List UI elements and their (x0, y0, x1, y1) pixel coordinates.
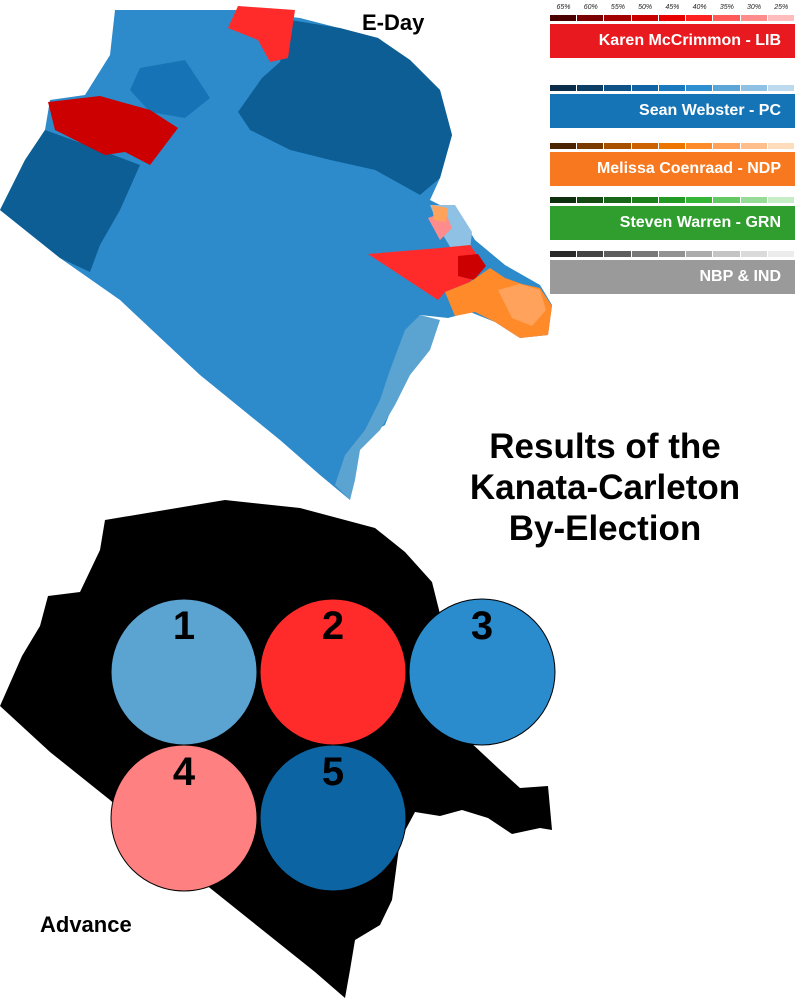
eday-region-lightblue-east (335, 315, 440, 500)
title-line-1: Results of the (489, 427, 721, 466)
shade-swatch (631, 15, 659, 21)
shade-scale (550, 143, 795, 149)
shade-swatch (686, 197, 714, 203)
shade-swatch (713, 85, 741, 91)
title-line-3: By-Election (508, 509, 702, 548)
eday-region-red-wedge (368, 245, 482, 300)
shade-swatch (740, 15, 768, 21)
advance-poll-number: 2 (322, 604, 344, 648)
eday-region-dark-northeast (238, 20, 452, 195)
percent-tick-label: 65% (556, 4, 571, 11)
eday-region-north-blue (130, 60, 210, 118)
shade-swatch (604, 251, 632, 257)
shade-swatch (631, 85, 659, 91)
advance-poll-number: 4 (173, 750, 196, 794)
shade-swatch (767, 15, 795, 21)
shade-swatch (740, 85, 768, 91)
percent-tick-label: 50% (638, 4, 653, 11)
eday-label: E-Day (362, 10, 425, 35)
eday-region-red-north (228, 6, 295, 62)
shade-swatch (658, 15, 687, 21)
shade-swatch (550, 143, 578, 149)
shade-scale (550, 197, 795, 203)
legend-entry: Melissa Coenraad - NDP (550, 132, 795, 190)
shade-scale (550, 251, 795, 257)
shade-swatch (740, 143, 768, 149)
shade-scale (550, 15, 795, 21)
shade-swatch (577, 143, 605, 149)
percent-tick-label: 60% (583, 4, 598, 11)
legend-entry: NBP & IND (550, 240, 795, 298)
percent-tick-label: 45% (665, 4, 680, 11)
shade-swatch (658, 85, 687, 91)
eday-region-dark-west (0, 130, 140, 272)
shade-swatch (713, 15, 741, 21)
shade-swatch (550, 15, 578, 21)
shade-swatch (713, 197, 741, 203)
eday-region-orange-light (498, 284, 546, 326)
eday-region-orange-north (432, 205, 448, 222)
shade-swatch (550, 85, 578, 91)
candidate-label: Sean Webster - PC (550, 94, 795, 128)
shade-swatch (577, 15, 605, 21)
shade-swatch (604, 85, 632, 91)
title-line-2: Kanata-Carleton (469, 468, 741, 507)
shade-swatch (604, 143, 632, 149)
shade-swatch (740, 197, 768, 203)
candidate-label: Steven Warren - GRN (550, 206, 795, 240)
advance-poll-circle (259, 744, 407, 892)
legend-entry: Steven Warren - GRN (550, 186, 795, 244)
candidate-label: Melissa Coenraad - NDP (550, 152, 795, 186)
shade-swatch (658, 197, 687, 203)
shade-swatch (577, 197, 605, 203)
shade-swatch (767, 251, 795, 257)
shade-swatch (577, 85, 605, 91)
advance-poll-number: 1 (173, 604, 195, 648)
percent-tick-label: 40% (692, 4, 707, 11)
shade-swatch (686, 15, 714, 21)
advance-poll-circle (110, 744, 258, 892)
shade-swatch (686, 251, 714, 257)
shade-swatch (767, 143, 795, 149)
advance-poll-number: 5 (322, 750, 344, 794)
shade-swatch (604, 197, 632, 203)
shade-swatch (577, 251, 605, 257)
eday-region-center (150, 112, 430, 320)
legend-entry: 65% 60% 55% 50% 45% 40% 35% 30% 25% Karen McCrimm… (550, 4, 795, 62)
legend-entry: Sean Webster - PC (550, 74, 795, 132)
shade-swatch (686, 85, 714, 91)
advance-poll-circle (408, 598, 556, 746)
shade-swatch (550, 251, 578, 257)
shade-swatch (631, 143, 659, 149)
eday-region-darkred-core (458, 254, 486, 280)
shade-swatch (686, 143, 714, 149)
shade-swatch (658, 251, 687, 257)
advance-poll-number: 3 (471, 604, 493, 648)
shade-swatch (767, 197, 795, 203)
eday-region-darkred-west (48, 96, 178, 165)
candidate-label: Karen McCrimmon - LIB (550, 24, 795, 58)
advance-label: Advance (40, 912, 132, 937)
shade-swatch (604, 15, 632, 21)
percent-tick-label: 25% (774, 4, 789, 11)
shade-scale (550, 85, 795, 91)
percent-tick-label: 30% (747, 4, 762, 11)
shade-swatch (631, 251, 659, 257)
shade-swatch (658, 143, 687, 149)
shade-swatch (631, 197, 659, 203)
percent-scale: 65% 60% 55% 50% 45% 40% 35% 30% 25% (550, 4, 795, 14)
shade-swatch (740, 251, 768, 257)
percent-tick-label: 55% (610, 4, 625, 11)
shade-swatch (713, 251, 741, 257)
shade-swatch (550, 197, 578, 203)
shade-swatch (713, 143, 741, 149)
map-title: Results of the Kanata-Carleton By-Electi… (420, 426, 790, 549)
candidate-label: NBP & IND (550, 260, 795, 294)
percent-tick-label: 35% (719, 4, 734, 11)
shade-swatch (767, 85, 795, 91)
